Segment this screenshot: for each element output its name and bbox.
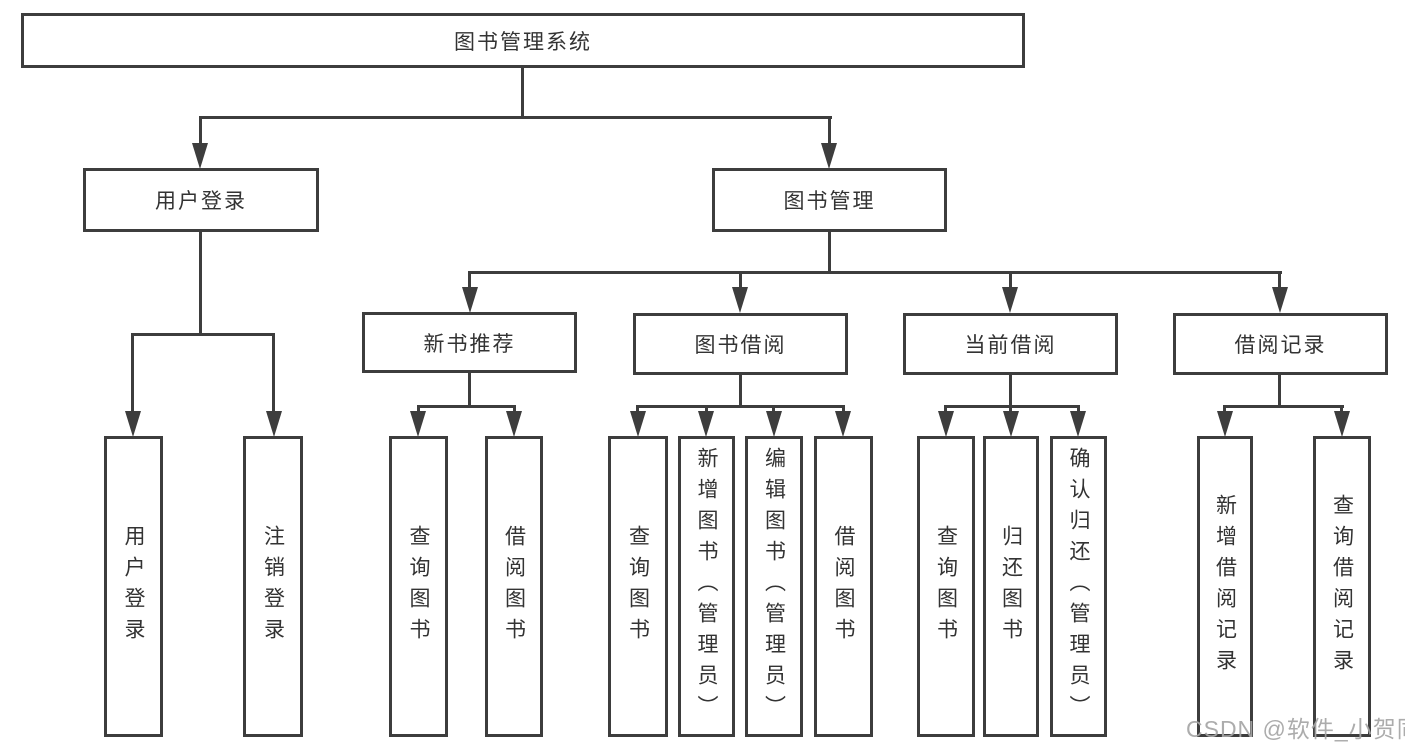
node-label: 查询图书 (407, 524, 430, 649)
connector-line (131, 333, 134, 413)
connector-line (1340, 405, 1343, 415)
connector-line (739, 271, 742, 289)
connector-line (1223, 405, 1226, 415)
node-label: 用户登录 (155, 190, 247, 213)
node-label: 新书推荐 (423, 332, 516, 356)
connector-line (272, 333, 275, 413)
connector-line (513, 405, 516, 415)
node-label: 借阅图书 (832, 524, 855, 649)
node-label: 编辑图书（管理员） (762, 447, 786, 726)
arrow-down-icon (462, 287, 478, 313)
connector-line (828, 232, 831, 274)
arrow-down-icon (1272, 287, 1288, 313)
arrow-down-icon (1003, 411, 1019, 437)
connector-line (521, 68, 524, 119)
arrow-down-icon (506, 411, 522, 437)
leaf-borrowing-query-books: 查询图书 (608, 436, 668, 737)
connector-line (131, 333, 275, 336)
node-label: 图书借阅 (694, 334, 787, 357)
arrow-down-icon (410, 411, 426, 437)
connector-line (199, 116, 832, 119)
arrow-down-icon (1002, 287, 1018, 313)
node-label: 确认归还（管理员） (1067, 447, 1090, 726)
arrow-down-icon (630, 411, 646, 437)
node-label: 新增借阅记录 (1213, 493, 1237, 680)
leaf-edit-books-admin: 编辑图书（管理员） (745, 436, 803, 737)
node-book-management: 图书管理 (712, 168, 947, 232)
arrow-down-icon (266, 411, 282, 437)
leaf-confirm-return-admin: 确认归还（管理员） (1050, 436, 1107, 737)
leaf-add-borrow-record: 新增借阅记录 (1197, 436, 1253, 737)
node-label: 归还图书 (999, 524, 1023, 649)
connector-line (417, 405, 420, 415)
connector-line (199, 232, 202, 335)
leaf-add-books-admin: 新增图书（管理员） (678, 436, 735, 737)
leaf-recommend-query-books: 查询图书 (389, 436, 448, 737)
leaf-query-borrow-record: 查询借阅记录 (1313, 436, 1371, 737)
node-label: 新增图书（管理员） (695, 447, 718, 726)
node-label: 查询图书 (626, 524, 650, 649)
connector-line (417, 405, 516, 408)
leaf-return-books: 归还图书 (983, 436, 1039, 737)
connector-line (944, 405, 947, 415)
node-library-management-system: 图书管理系统 (21, 13, 1025, 68)
watermark: CSDN @软件_小贺同学 (1186, 716, 1405, 742)
node-label: 借阅记录 (1234, 334, 1327, 357)
arrow-down-icon (698, 411, 714, 437)
leaf-borrowing-borrow-books: 借阅图书 (814, 436, 873, 737)
arrow-down-icon (1070, 411, 1086, 437)
connector-line (636, 405, 639, 415)
connector-line (1009, 405, 1012, 415)
node-label: 当前借阅 (964, 334, 1057, 357)
node-user-login: 用户登录 (83, 168, 319, 232)
node-current-borrowing: 当前借阅 (903, 313, 1118, 375)
node-label: 注销登录 (261, 524, 285, 649)
node-label: 用户登录 (122, 524, 145, 649)
connector-line (468, 271, 471, 289)
arrow-down-icon (1217, 411, 1233, 437)
node-book-borrowing: 图书借阅 (633, 313, 848, 375)
connector-line (1009, 374, 1012, 408)
leaf-user-login: 用户登录 (104, 436, 163, 737)
leaf-current-query-books: 查询图书 (917, 436, 975, 737)
connector-line (842, 405, 845, 415)
node-label: 查询借阅记录 (1330, 493, 1354, 680)
arrow-down-icon (192, 143, 208, 169)
connector-line (468, 271, 1282, 274)
arrow-down-icon (732, 287, 748, 313)
arrow-down-icon (1334, 411, 1350, 437)
arrow-down-icon (125, 411, 141, 437)
connector-line (1278, 271, 1281, 289)
connector-line (828, 116, 831, 146)
node-label: 图书管理 (783, 190, 876, 213)
connector-line (1278, 374, 1281, 408)
leaf-logout: 注销登录 (243, 436, 303, 737)
connector-line (739, 374, 742, 408)
connector-line (199, 116, 202, 146)
node-label: 查询图书 (934, 524, 958, 649)
connector-line (944, 405, 1080, 408)
node-new-book-recommend: 新书推荐 (362, 312, 577, 373)
connector-line (1223, 405, 1344, 408)
connector-line (468, 373, 471, 408)
connector-line (705, 405, 708, 415)
arrow-down-icon (821, 143, 837, 169)
node-label: 图书管理系统 (454, 30, 592, 54)
connector-line (1077, 405, 1080, 415)
connector-line (1009, 271, 1012, 289)
connector-line (636, 405, 845, 408)
connector-line (772, 405, 775, 415)
arrow-down-icon (766, 411, 782, 437)
node-borrow-records: 借阅记录 (1173, 313, 1388, 375)
leaf-recommend-borrow-books: 借阅图书 (485, 436, 543, 737)
arrow-down-icon (835, 411, 851, 437)
node-label: 借阅图书 (502, 524, 526, 649)
arrow-down-icon (938, 411, 954, 437)
